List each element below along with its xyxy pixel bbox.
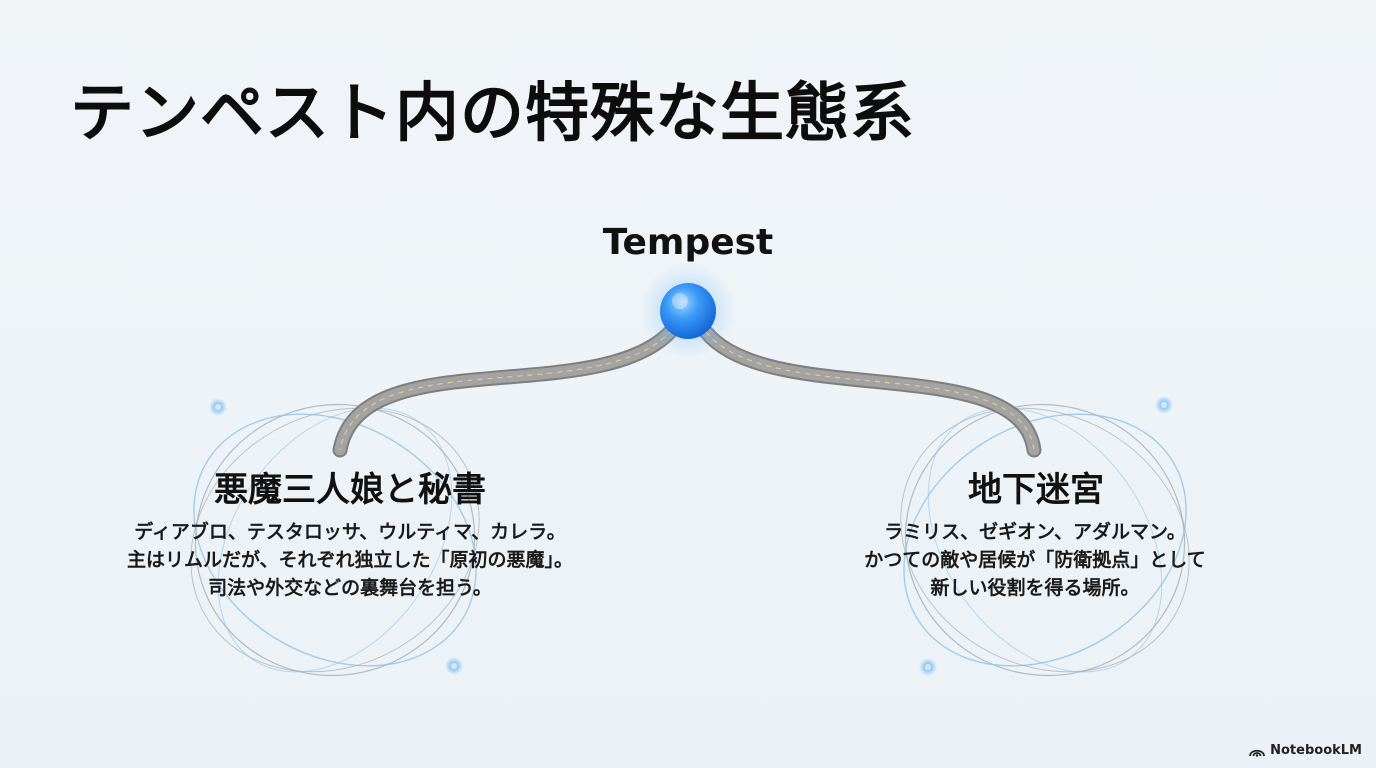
left-orbit-decoration [190, 398, 480, 677]
branch-right-description: ラミリス、ゼギオン、アダルマン。 かつての敵や居候が「防衛拠点」として 新しい役… [800, 518, 1270, 602]
brand-watermark: NotebookLM [1249, 743, 1362, 758]
right-orbit-decoration [900, 396, 1190, 677]
branch-left-line: 司法や外交などの裏舞台を担う。 [208, 577, 492, 599]
branch-left-description: ディアブロ、テスタロッサ、ウルティマ、カレラ。 主はリムルだが、それぞれ独立した… [60, 518, 640, 602]
connector-right [698, 324, 1042, 458]
branch-right-line: 新しい役割を得る場所。 [930, 577, 1140, 599]
root-label: Tempest [602, 222, 774, 263]
connector-left [332, 322, 680, 458]
notebooklm-logo-icon [1249, 749, 1266, 757]
branch-right-line: かつての敵や居候が「防衛拠点」として [864, 549, 1206, 571]
branch-left-title: 悪魔三人娘と秘書 [214, 470, 486, 510]
root-node [640, 263, 736, 359]
brand-name: NotebookLM [1270, 743, 1362, 758]
branch-left-line: ディアブロ、テスタロッサ、ウルティマ、カレラ。 [134, 521, 566, 543]
slide-title: テンペスト内の特殊な生態系 [70, 77, 915, 151]
branch-right-line: ラミリス、ゼギオン、アダルマン。 [884, 521, 1186, 543]
branch-left-line: 主はリムルだが、それぞれ独立した「原初の悪魔」。 [126, 549, 574, 571]
branch-right-title: 地下迷宮 [968, 470, 1104, 510]
